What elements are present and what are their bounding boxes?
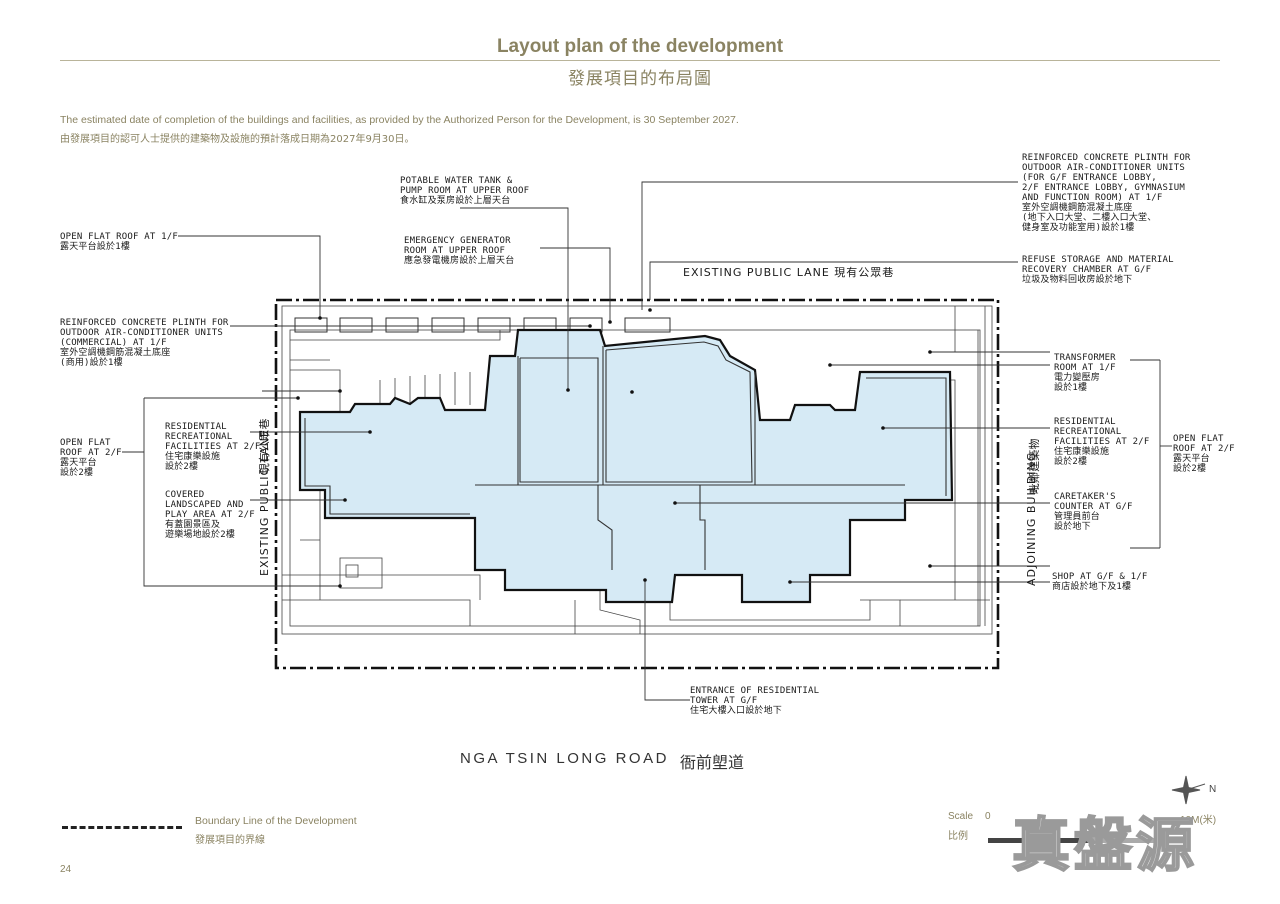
label-transformer-room: TRANSFORMER ROOM AT 1/F 電力變壓房 設於1樓 (1054, 353, 1116, 393)
north-label: N (1209, 784, 1216, 795)
legend-boundary-label-chinese: 發展項目的界線 (195, 835, 265, 846)
scale-ten: 10M(米) (1180, 815, 1217, 826)
label-rc-plinth-commercial: REINFORCED CONCRETE PLINTH FOR OUTDOOR A… (60, 318, 229, 368)
boundary-legend-line (62, 826, 182, 829)
completion-note-chinese: 由發展項目的認可人士提供的建築物及設施的預計落成日期為2027年9月30日。 (60, 134, 415, 145)
label-refuse-storage: REFUSE STORAGE AND MATERIAL RECOVERY CHA… (1022, 255, 1174, 285)
label-open-flat-roof-1f: OPEN FLAT ROOF AT 1/F 露天平台設於1樓 (60, 232, 178, 252)
label-entrance-residential-tower: ENTRANCE OF RESIDENTIAL TOWER AT G/F 住宅大… (690, 686, 820, 716)
leader-lines (122, 181, 1172, 701)
adjoining-building-label-chinese: 毗鄰建築物 (1028, 438, 1041, 495)
label-emergency-generator: EMERGENCY GENERATOR ROOM AT UPPER ROOF 應… (404, 236, 515, 266)
ac-plinths (294, 317, 671, 333)
page-title: Layout plan of the development (496, 36, 784, 57)
building-internal-lines (304, 341, 947, 570)
road-name: NGA TSIN LONG ROAD (460, 750, 669, 767)
page-title-chinese: 發展項目的布局圖 (568, 69, 712, 89)
label-residential-recreational-right: RESIDENTIAL RECREATIONAL FACILITIES AT 2… (1054, 417, 1150, 467)
label-open-flat-roof-2f-left: OPEN FLAT ROOF AT 2/F 露天平台 設於2樓 (60, 438, 122, 478)
label-potable-water-tank: POTABLE WATER TANK & PUMP ROOM AT UPPER … (400, 176, 530, 206)
legend-boundary-label: Boundary Line of the Development (195, 815, 357, 827)
label-open-flat-roof-2f-right: OPEN FLAT ROOF AT 2/F 露天平台 設於2樓 (1173, 434, 1235, 474)
scale-bar (988, 838, 1188, 843)
building-footprint (298, 328, 954, 604)
leader-dots (296, 308, 932, 588)
label-rc-plinth-gf: REINFORCED CONCRETE PLINTH FOR OUTDOOR A… (1022, 153, 1191, 233)
road-name-chinese: 衙前塱道 (680, 753, 745, 772)
page-number: 24 (60, 864, 72, 875)
site-outlines (281, 305, 993, 635)
label-shop: SHOP AT G/F & 1/F 商店設於地下及1樓 (1052, 572, 1148, 592)
label-caretakers-counter: CARETAKER'S COUNTER AT G/F 管理員前台 設於地下 (1054, 492, 1133, 532)
public-lane-top-label: EXISTING PUBLIC LANE 現有公眾巷 (683, 266, 895, 279)
completion-note: The estimated date of completion of the … (60, 114, 739, 126)
boundary-line (274, 298, 1000, 670)
title-divider (60, 60, 1220, 61)
scale-label-chinese: 比例 (948, 831, 968, 842)
scale-label: Scale (948, 811, 974, 822)
watermark: 真盤源 (1011, 810, 1199, 880)
label-covered-landscaped-play-area: COVERED LANDSCAPED AND PLAY AREA AT 2/F … (165, 490, 255, 540)
scale-zero: 0 (985, 811, 991, 822)
north-arrow-icon (1171, 775, 1206, 805)
label-residential-recreational-left: RESIDENTIAL RECREATIONAL FACILITIES AT 2… (165, 422, 261, 472)
